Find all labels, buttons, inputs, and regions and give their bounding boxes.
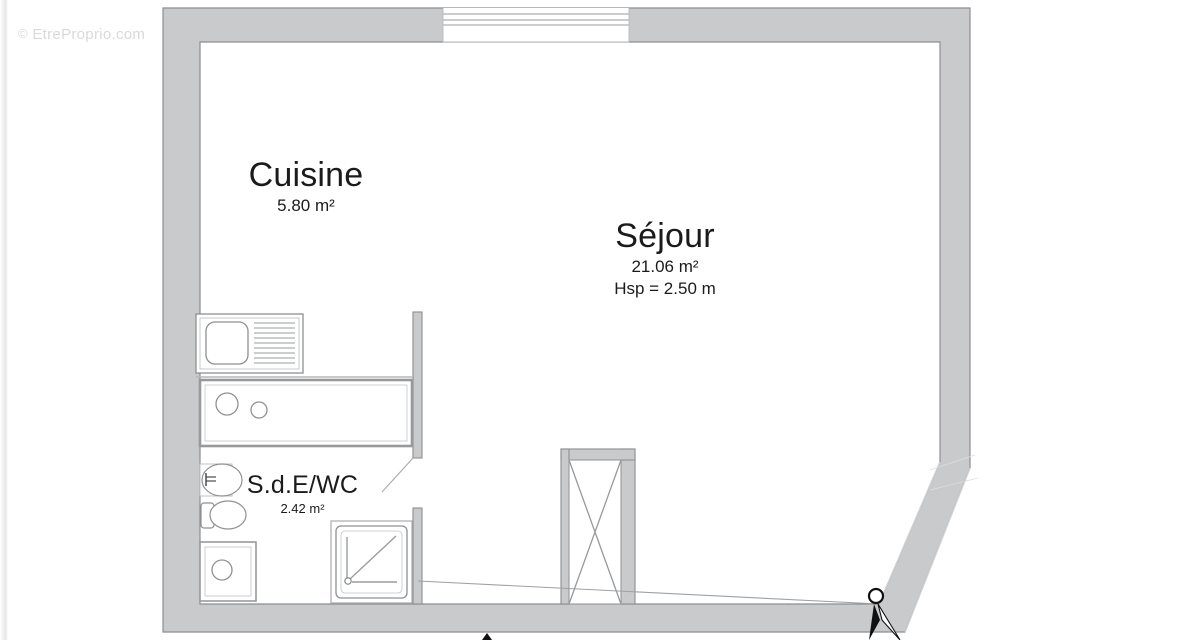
partition-wall-bathroom xyxy=(412,507,423,605)
center-opening-jamb xyxy=(620,448,636,605)
construction-lines xyxy=(878,454,979,633)
room-label-cuisine: Cuisine 5.80 m² xyxy=(236,155,376,217)
north-arrow xyxy=(867,587,901,640)
partition-wall-vertical xyxy=(412,311,423,459)
center-window-opening xyxy=(568,459,622,605)
top-window xyxy=(442,8,630,43)
room-name-sde-wc: S.d.E/WC xyxy=(246,471,359,499)
room-area-sejour: 21.06 m² xyxy=(631,257,699,276)
view-direction-arrow xyxy=(482,633,492,640)
room-name-cuisine: Cuisine xyxy=(248,156,364,194)
room-label-sejour: Séjour 21.06 m² Hsp = 2.50 m xyxy=(570,216,760,300)
center-opening-left-jamb xyxy=(560,448,570,605)
washing-machine-door-icon xyxy=(211,559,233,581)
room-height-sejour: Hsp = 2.50 m xyxy=(614,279,716,298)
kitchen-sink xyxy=(195,313,304,374)
room-label-sde-wc: S.d.E/WC 2.42 m² xyxy=(236,470,369,518)
burner-small xyxy=(250,401,268,419)
page-edge-shadow xyxy=(0,0,8,640)
shower-tray xyxy=(330,520,413,604)
room-area-sde-wc: 2.42 m² xyxy=(280,501,325,516)
room-name-sejour: Séjour xyxy=(615,217,715,255)
kitchen-counter xyxy=(198,378,414,448)
center-opening-head xyxy=(560,448,636,461)
door-swing-entry xyxy=(417,580,880,605)
watermark-text: EtreProprio.com xyxy=(32,26,146,43)
door-swing-bathroom xyxy=(381,457,414,493)
shower-drain-icon xyxy=(344,577,352,585)
room-area-cuisine: 5.80 m² xyxy=(277,196,335,215)
toilet xyxy=(200,500,247,530)
watermark: © EtreProprio.com xyxy=(18,26,145,43)
burner-large xyxy=(215,392,239,416)
watermark-copyright-icon: © xyxy=(18,26,28,41)
washbasin xyxy=(199,463,243,497)
washing-machine xyxy=(199,541,257,602)
